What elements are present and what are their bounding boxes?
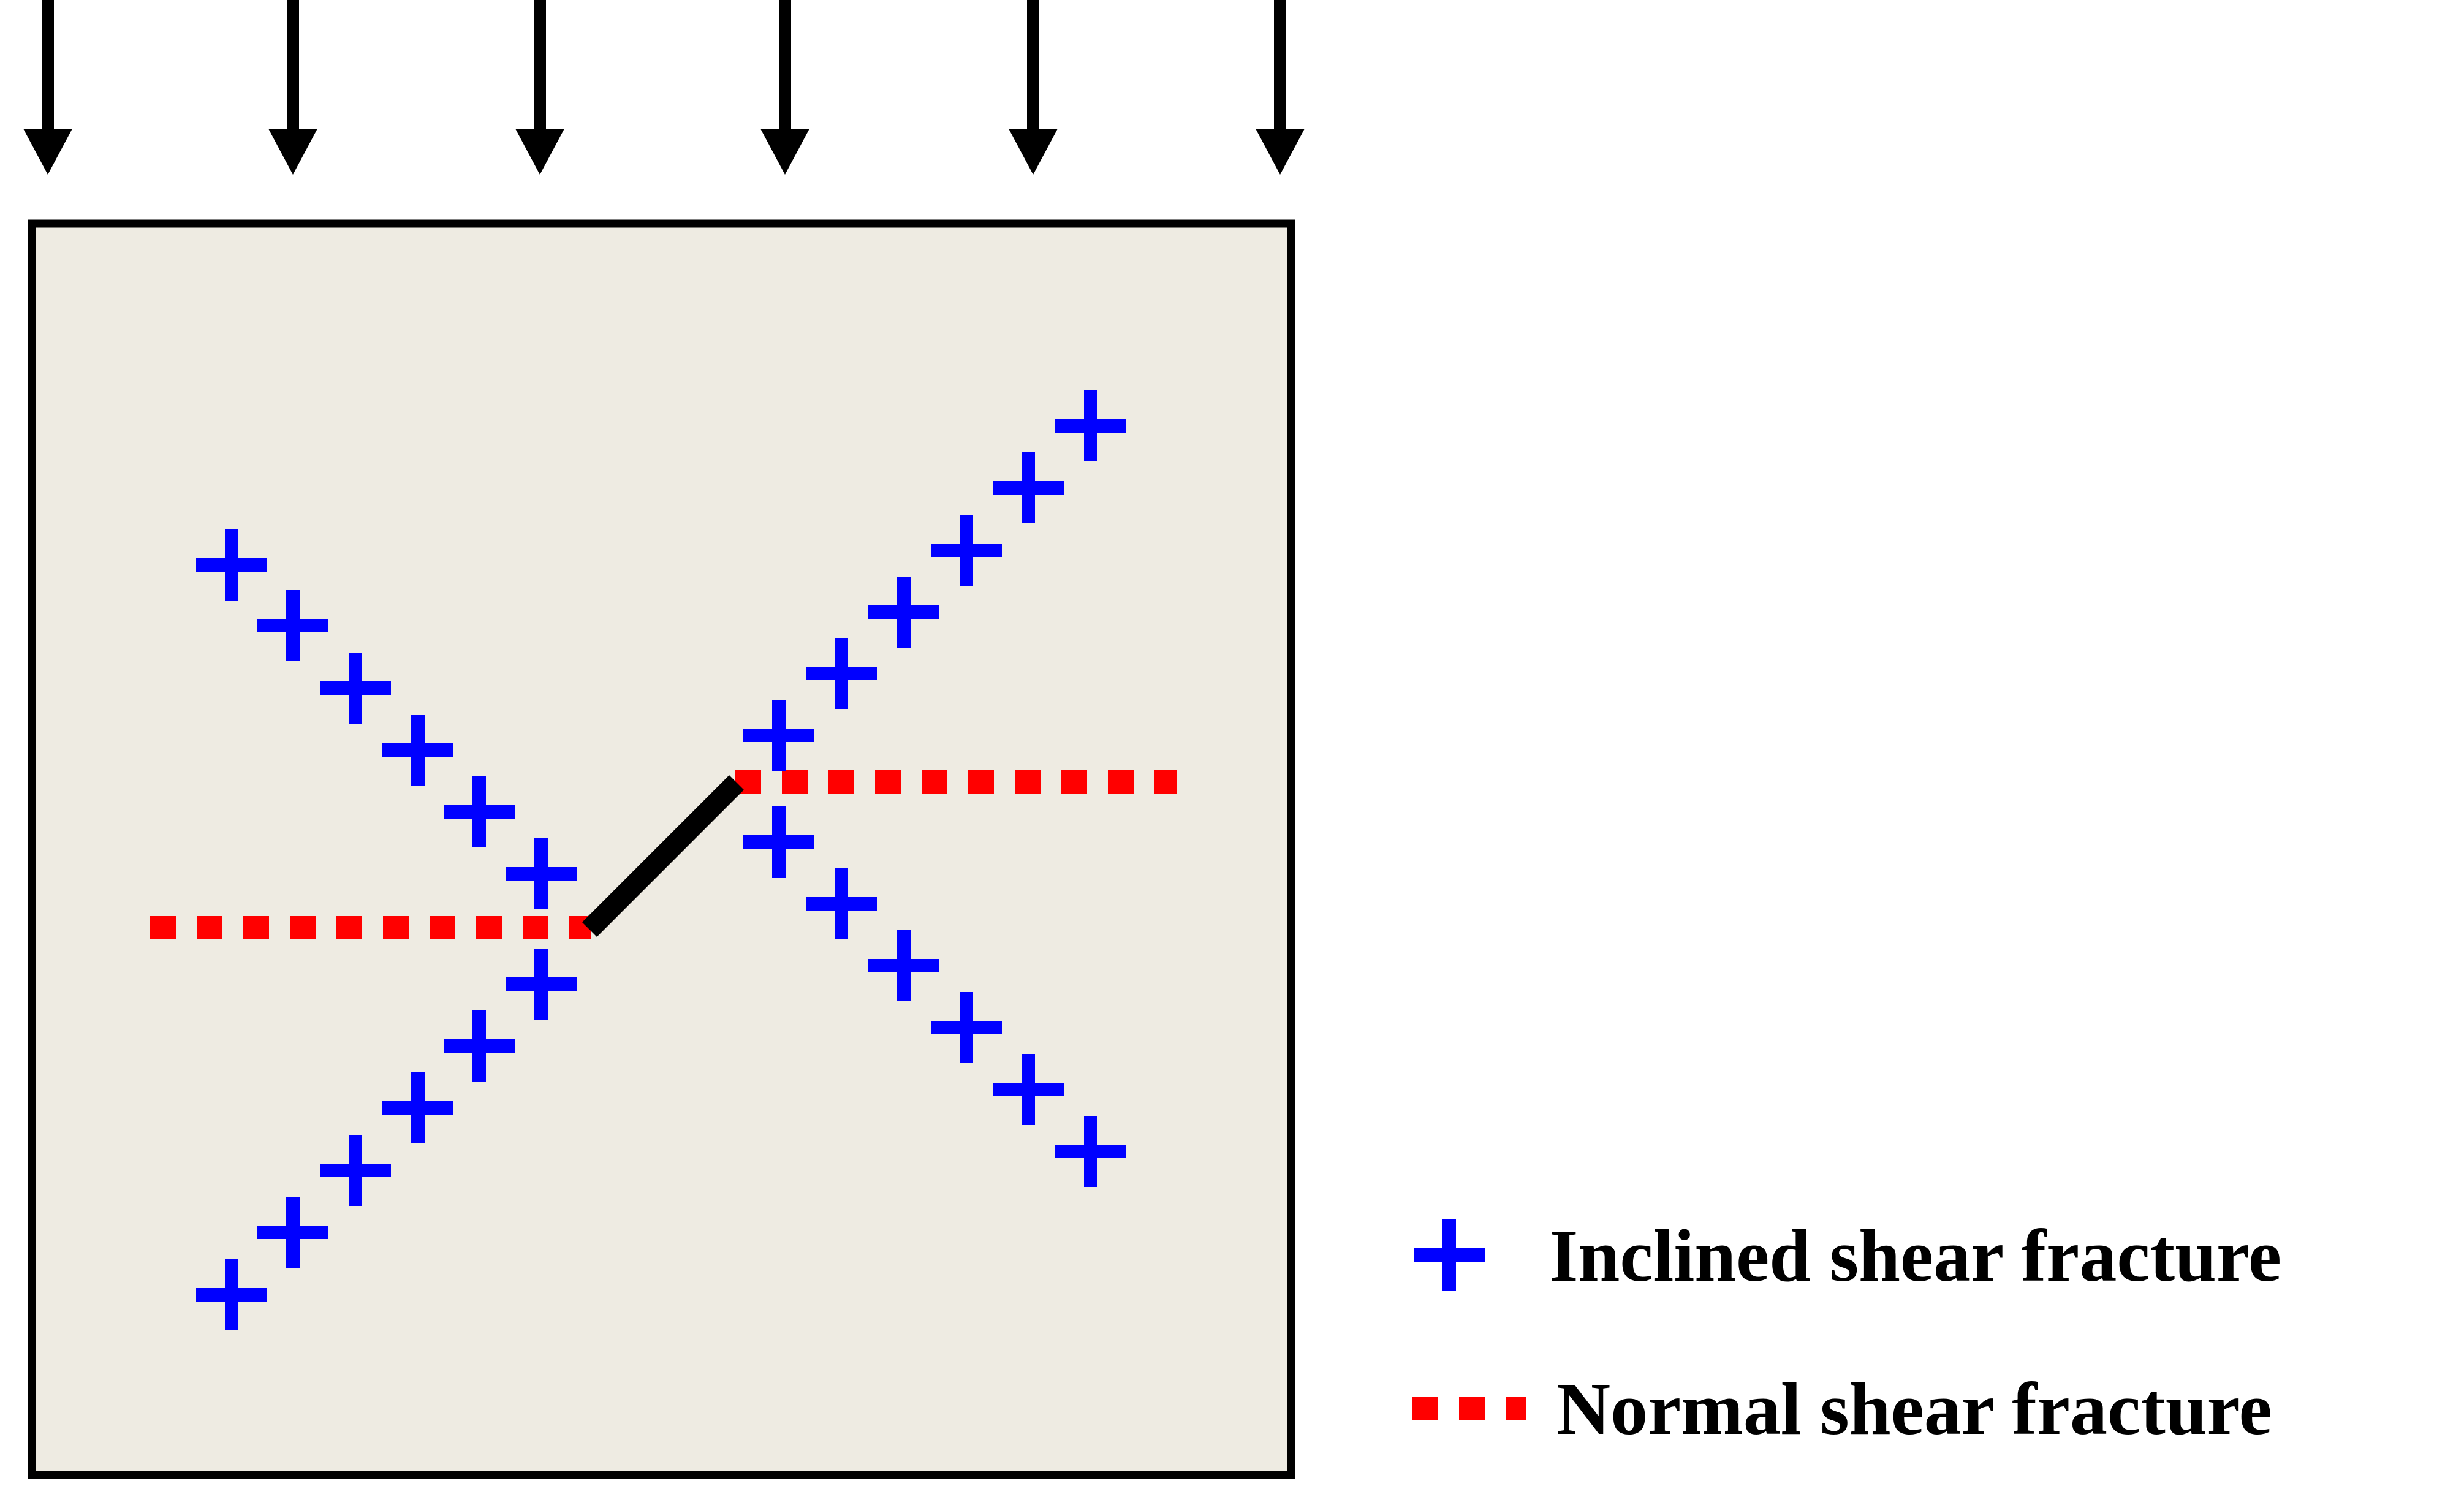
pre-existing-flaw: [582, 775, 745, 938]
plus-icon: [320, 1135, 391, 1206]
plus-icon: [806, 868, 877, 939]
load-arrow-icon: [760, 0, 809, 175]
plus-icon: [257, 1197, 328, 1268]
plus-icon: [196, 1259, 267, 1330]
load-arrow-icon: [268, 0, 317, 175]
load-arrows: [23, 0, 1305, 175]
plus-icon: [196, 529, 267, 601]
legend: Inclined shear fracture Normal shear fra…: [1412, 1215, 2281, 1450]
plus-icon: [993, 452, 1064, 523]
plus-icon: [806, 638, 877, 709]
plus-icon: [868, 577, 939, 648]
plus-icon: [1055, 390, 1126, 461]
plus-icon: [868, 930, 939, 1001]
load-arrow-icon: [515, 0, 564, 175]
inclined-shear-fractures: [196, 390, 1126, 1330]
legend-label-inclined: Inclined shear fracture: [1549, 1215, 2281, 1297]
plus-icon: [931, 515, 1002, 586]
plus-icon: [382, 1072, 453, 1143]
plus-icon: [743, 806, 814, 878]
load-arrow-icon: [1009, 0, 1058, 175]
plus-icon: [320, 653, 391, 724]
load-arrow-icon: [23, 0, 72, 175]
plus-icon: [1055, 1116, 1126, 1187]
legend-label-normal: Normal shear fracture: [1556, 1368, 2272, 1450]
plus-icon: [743, 700, 814, 771]
plus-icon: [257, 590, 328, 661]
plus-icon: [444, 1010, 515, 1082]
plus-icon: [993, 1054, 1064, 1125]
plus-icon: [444, 776, 515, 847]
plus-icon: [931, 992, 1002, 1063]
plus-icon: [1414, 1219, 1485, 1291]
load-arrow-icon: [1256, 0, 1305, 175]
plus-icon: [506, 838, 577, 909]
plus-icon: [382, 715, 453, 786]
plus-icon: [506, 949, 577, 1020]
legend-inclined-marker-icon: [1414, 1219, 1485, 1291]
